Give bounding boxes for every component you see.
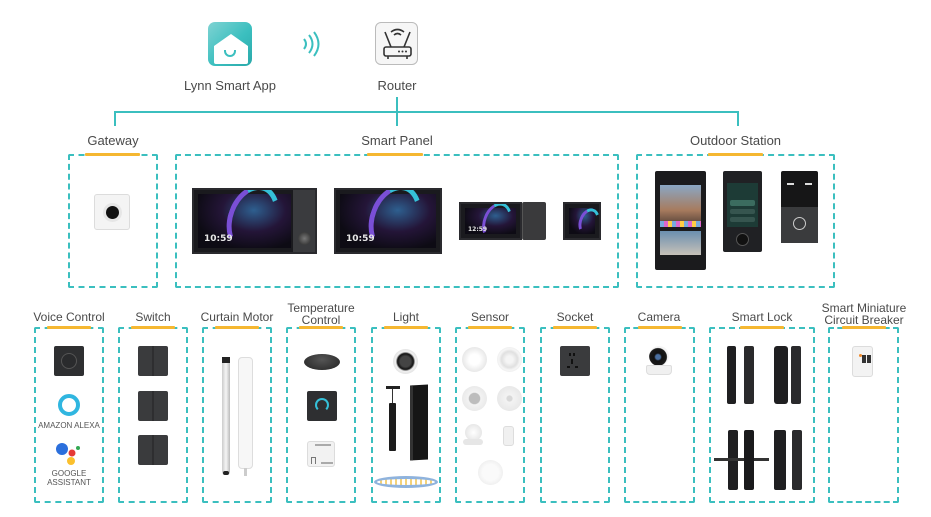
smart-panel-wide: 12:59 — [459, 202, 522, 240]
pendant-light — [389, 403, 396, 451]
gateway-label: Gateway — [87, 133, 139, 148]
outdoor-station-label: Outdoor Station — [689, 133, 782, 148]
router-label: Router — [377, 78, 417, 93]
temperature-module — [307, 441, 335, 467]
router-icon — [375, 22, 418, 65]
google-label-line1: GOOGLE — [51, 469, 87, 478]
downlight — [393, 349, 418, 374]
curtain-motor-group — [202, 327, 272, 503]
camera-accent — [638, 326, 682, 329]
panel-clock: 10:59 — [346, 234, 375, 244]
sensor-label: Sensor — [470, 310, 510, 324]
gateway-connector-line — [114, 111, 116, 126]
gas-sensor — [497, 347, 522, 372]
smart-lock-4-front — [774, 430, 786, 490]
outdoor-station-small — [781, 171, 818, 243]
outdoor-station-large — [655, 171, 706, 270]
smart-lock-2-front — [774, 346, 788, 404]
circuit-breaker-label-line2: Circuit Breaker — [824, 313, 904, 327]
smart-panel-square — [563, 202, 601, 240]
outdoor-connector-line — [737, 111, 739, 126]
panel-connector-line — [396, 111, 398, 126]
smart-lock-3-back — [744, 430, 754, 490]
outdoor-station-accent — [708, 153, 763, 156]
led-strip — [374, 476, 438, 488]
camera-device — [649, 346, 669, 366]
motion-sensor-base — [463, 439, 483, 445]
panel-clock-small: 12:59 — [468, 226, 488, 233]
camera-label: Camera — [637, 310, 681, 324]
knob-icon — [298, 232, 311, 245]
panel-clock: 10:59 — [204, 234, 233, 244]
app-label: Lynn Smart App — [183, 78, 276, 93]
smart-lock-2-back — [791, 346, 801, 404]
temperature-control-label-line2: Control — [301, 313, 341, 327]
gateway-accent — [85, 153, 140, 156]
router-connector-line — [396, 97, 398, 113]
gateway-sensor-icon — [106, 206, 119, 219]
voice-control-label: Voice Control — [33, 310, 105, 324]
tubular-motor — [222, 357, 230, 475]
socket-device — [560, 346, 590, 376]
curtain-motor-white — [238, 357, 253, 476]
pendant-cable — [392, 389, 393, 403]
google-label-line2: ASSISTANT — [47, 478, 91, 487]
bus-line — [114, 111, 739, 113]
voice-knob-device — [54, 346, 84, 376]
curtain-motor-label: Curtain Motor — [200, 310, 274, 324]
router-glyph-icon — [383, 28, 412, 59]
socket-accent — [553, 326, 597, 329]
presence-sensor — [478, 460, 503, 485]
pendant-mount — [386, 386, 400, 389]
light-accent — [384, 326, 428, 329]
smart-lock-1-back — [744, 346, 754, 404]
socket-label: Socket — [556, 310, 594, 324]
switch-label: Switch — [135, 310, 171, 324]
switch-device-1 — [138, 346, 168, 376]
panel-switch-keys — [522, 202, 546, 240]
light-label: Light — [392, 310, 420, 324]
circuit-breaker-label-line1: Smart Miniature — [821, 301, 907, 315]
switch-device-3 — [138, 435, 168, 465]
sensor-accent — [468, 326, 512, 329]
smart-lock-label: Smart Lock — [731, 310, 793, 324]
wireless-signal-icon — [303, 31, 320, 57]
gateway-device — [94, 194, 130, 230]
smile-icon — [224, 50, 236, 57]
smart-panel-accent — [367, 153, 423, 156]
smart-panel-label: Smart Panel — [361, 133, 433, 148]
smoke-sensor — [462, 347, 487, 372]
temperature-hub — [304, 354, 340, 370]
camera-base — [646, 365, 672, 375]
door-sensor — [503, 426, 514, 446]
switch-accent — [131, 326, 175, 329]
alexa-icon — [58, 394, 80, 416]
track-light — [410, 384, 428, 461]
lynn-smart-app-icon — [208, 22, 252, 66]
smart-panel-large: 10:59 — [334, 188, 442, 254]
circuit-breaker-device — [852, 346, 873, 377]
alexa-label: AMAZON ALEXA — [38, 421, 100, 430]
house-icon — [214, 34, 248, 64]
smart-lock-accent — [740, 326, 784, 329]
thermostat-panel — [307, 391, 337, 421]
smart-lock-1-front — [727, 346, 736, 404]
curtain-motor-accent — [215, 326, 259, 329]
switch-device-2 — [138, 391, 168, 421]
smart-lock-4-back — [792, 430, 802, 490]
button-sensor — [462, 386, 487, 411]
temperature-control-label-line1: Temperature — [287, 301, 355, 315]
motion-sensor — [465, 424, 482, 441]
google-assistant-icon — [56, 443, 80, 465]
voice-control-accent — [47, 326, 91, 329]
temperature-control-accent — [299, 326, 343, 329]
smart-lock-3-handle — [714, 458, 769, 461]
circuit-breaker-accent — [842, 326, 886, 329]
smart-panel-knob: 10:59 — [192, 188, 317, 254]
outdoor-station-medium — [723, 171, 762, 252]
water-leak-sensor — [497, 386, 522, 411]
